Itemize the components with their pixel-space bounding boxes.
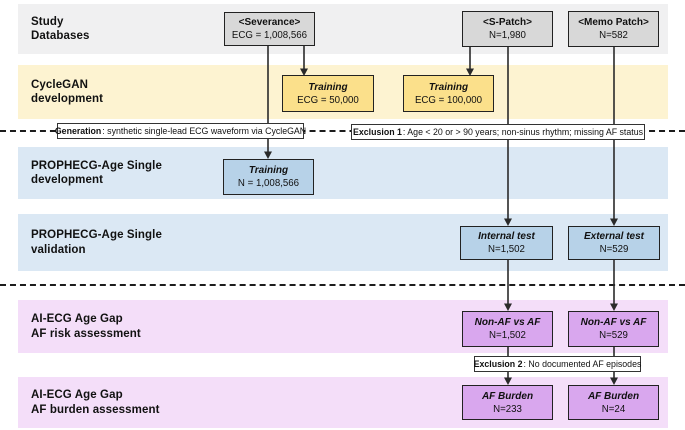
exclusion-2-note-label: Exclusion 2 (473, 359, 523, 369)
node-value: N=233 (493, 403, 522, 415)
node-value: ECG = 50,000 (297, 94, 359, 106)
node-title: Training (248, 165, 289, 176)
node-title: AF Burden (481, 390, 534, 402)
node-value: N=529 (599, 244, 629, 255)
node-title: Non-AF vs AF (474, 317, 541, 328)
band-label: Study (31, 15, 64, 28)
band-label: AI-ECG Age Gap (31, 389, 123, 401)
node-nonaf-vs-af-external: Non-AF vs AF N=529 (568, 311, 659, 347)
generation-note-label: Generation (54, 126, 102, 136)
node-value: N = 1,008,566 (237, 178, 300, 189)
node-severance-database: <Severance> ECG = 1,008,566 (224, 12, 315, 46)
dashed-separator-2 (0, 284, 685, 286)
exclusion-1-note-text: : Age < 20 or > 90 years; non-sinus rhyt… (402, 127, 643, 137)
node-value: N=1,502 (489, 330, 526, 341)
band-af-risk-assessment: AI-ECG Age Gap AF risk assessment (18, 300, 668, 353)
band-study-databases: Study Databases (18, 4, 668, 54)
node-title: External test (583, 231, 645, 242)
node-title: <Severance> (238, 17, 301, 28)
node-prophecg-training: Training N = 1,008,566 (223, 159, 314, 195)
node-value: ECG = 1,008,566 (231, 30, 308, 41)
node-spatch-database: <S-Patch> N=1,980 (462, 11, 553, 47)
node-af-burden-internal: AF Burden N=233 (462, 385, 553, 420)
node-value: ECG = 100,000 (414, 94, 483, 106)
node-cyclegan-training-50000: Training ECG = 50,000 (282, 75, 374, 112)
exclusion-1-note: Exclusion 1 : Age < 20 or > 90 years; no… (351, 124, 645, 140)
node-cyclegan-training-100000: Training ECG = 100,000 (403, 75, 494, 112)
node-value: N=24 (601, 403, 626, 415)
exclusion-2-note: Exclusion 2 : No documented AF episodes (474, 356, 641, 372)
exclusion-2-note-text: : No documented AF episodes (523, 359, 642, 369)
dashed-separator-1 (0, 130, 685, 132)
band-label: development (31, 93, 104, 105)
node-nonaf-vs-af-internal: Non-AF vs AF N=1,502 (462, 311, 553, 347)
node-title: <Memo Patch> (578, 17, 649, 28)
band-label: AI-ECG Age Gap (31, 313, 123, 325)
node-title: Non-AF vs AF (580, 317, 647, 328)
node-value: N=582 (599, 30, 628, 41)
band-label: Databases (31, 30, 90, 42)
node-title: Training (428, 81, 469, 93)
node-title: <S-Patch> (483, 17, 532, 28)
node-value: N=529 (599, 330, 628, 341)
node-title: Training (308, 81, 348, 93)
band-label: development (31, 174, 104, 186)
band-label: PROPHECG-Age Single (31, 159, 162, 172)
band-label: AF risk assessment (31, 327, 141, 340)
node-internal-test: Internal test N=1,502 (460, 226, 553, 260)
band-label: PROPHECG-Age Single (31, 229, 162, 241)
band-prophecg-validation: PROPHECG-Age Single validation (18, 214, 668, 271)
exclusion-1-note-label: Exclusion 1 (353, 127, 402, 137)
node-external-test: External test N=529 (568, 226, 660, 260)
node-value: N=1,502 (488, 244, 525, 255)
node-value: N=1,980 (489, 30, 526, 41)
band-af-burden-assessment: AI-ECG Age Gap AF burden assessment (18, 377, 668, 428)
band-label: AF burden assessment (31, 403, 160, 416)
node-af-burden-external: AF Burden N=24 (568, 385, 659, 420)
generation-note-text: : synthetic single-lead ECG waveform via… (102, 126, 307, 136)
node-memopatch-database: <Memo Patch> N=582 (568, 11, 659, 47)
band-prophecg-development: PROPHECG-Age Single development (18, 147, 668, 199)
band-label: validation (31, 243, 86, 256)
node-title: Internal test (478, 231, 535, 242)
band-label: CycleGAN (31, 78, 89, 91)
generation-note: Generation : synthetic single-lead ECG w… (54, 123, 307, 139)
node-title: AF Burden (587, 390, 640, 402)
